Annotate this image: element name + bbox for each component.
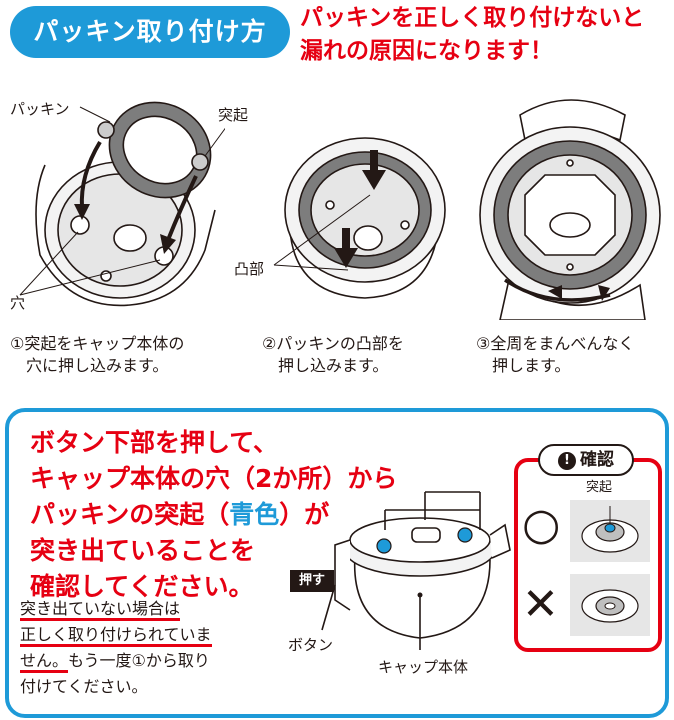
step2-caption: ②パッキンの凸部を 押し込みます。 (262, 333, 404, 377)
check-line-1: ボタン下部を押して、 (30, 428, 279, 457)
label-hole: 穴 (10, 294, 26, 312)
note-line-3-underlined: せん。 (20, 651, 69, 673)
section-title: パッキン取り付け方 (10, 6, 290, 58)
check-line-2: キャップ本体の穴（2か所）から (30, 464, 398, 493)
step1-caption: ①突起をキャップ本体の 穴に押し込みます。 (10, 333, 184, 377)
warning-text: パッキンを正しく取り付けないと 漏れの原因になります！ (300, 2, 670, 68)
check-line-4: 突き出ていることを (30, 536, 256, 565)
note-line-3-rest: もう一度①から取り (68, 651, 210, 670)
step2-caption-line1: ②パッキンの凸部を (262, 334, 404, 353)
check-label: 確認 (580, 450, 614, 470)
ng-mark-icon: ✕ (522, 579, 559, 630)
cap-body-illustration (321, 491, 511, 650)
push-tag: 押す (290, 570, 334, 592)
ng-example-image (570, 574, 650, 636)
check-protrusion-label: 突起 (586, 480, 613, 495)
label-packing: パッキン (10, 100, 70, 118)
check-header: !確認 (538, 444, 634, 476)
warning-line-2: 漏れの原因になります！ (300, 38, 553, 64)
note-line-2: 正しく取り付けられていま (20, 625, 212, 647)
step3-illustration (479, 99, 661, 320)
check-line-3: パッキンの突起（青色）が (30, 497, 430, 533)
step3-caption-line2: 押します。 (492, 356, 571, 375)
ok-mark-icon: ○ (522, 499, 561, 550)
step1-illustration (19, 101, 225, 307)
check-instructions: ボタン下部を押して、 キャップ本体の穴（2か所）から パッキンの突起（青色）が … (30, 425, 430, 605)
step3-caption: ③全周をまんべんなく 押します。 (476, 333, 634, 377)
label-button: ボタン (288, 636, 334, 654)
warning-line-1: パッキンを正しく取り付けないと (300, 5, 645, 31)
label-cap-body: キャップ本体 (378, 658, 469, 676)
exclamation-icon: ! (558, 452, 576, 470)
step2-illustration (273, 137, 446, 299)
step3-caption-line1: ③全周をまんべんなく (476, 334, 635, 353)
ok-example-image (570, 500, 650, 562)
retry-note: 突き出ていない場合は 正しく取り付けられていま せん。もう一度①から取り 付けて… (20, 596, 300, 700)
blue-color-text: 青色 (229, 500, 280, 529)
step2-caption-line2: 押し込みます。 (278, 356, 389, 375)
step1-caption-line2: 穴に押し込みます。 (26, 356, 169, 375)
note-line-1: 突き出ていない場合は (20, 599, 181, 621)
step1-caption-line1: ①突起をキャップ本体の (10, 334, 185, 353)
label-convex: 凸部 (234, 260, 265, 278)
label-protrusion: 突起 (218, 106, 249, 124)
note-line-4: 付けてください。 (20, 677, 148, 696)
check-line-3b: ）が (279, 500, 330, 529)
check-line-3a: パッキンの突起（ (30, 500, 230, 529)
check-line-5: 確認してください。 (30, 572, 254, 601)
